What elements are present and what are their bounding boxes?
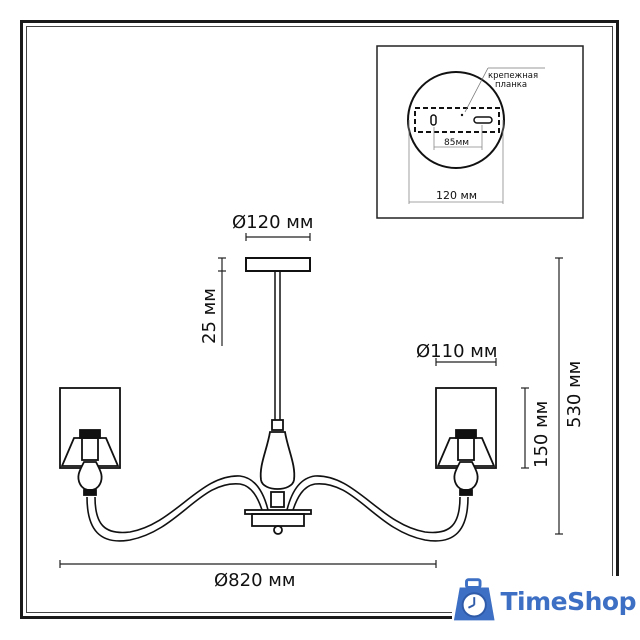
mounting-inset: крепежная планка 85мм 120 мм: [376, 45, 584, 219]
left-lamp: [59, 387, 121, 496]
canopy: Ø120 мм 25 мм: [199, 212, 313, 420]
bracket-label: крепежная: [488, 71, 538, 81]
hole-spacing-label: 85мм: [444, 138, 469, 148]
bracket-label-2: планка: [495, 80, 527, 90]
logo-text: TimeShop: [500, 586, 636, 616]
outer-frame: [20, 20, 619, 619]
arms: [86, 475, 469, 542]
canopy-height-label: 25 мм: [199, 288, 220, 344]
canopy-diameter-label: Ø120 мм: [232, 212, 313, 233]
total-width-dimension: Ø820 мм: [59, 560, 437, 591]
shade-height-dimension: 150 мм: [521, 387, 552, 469]
shade-diameter-label: Ø110 мм: [416, 341, 497, 362]
base-diameter-label: 120 мм: [436, 189, 477, 202]
inner-frame: [26, 26, 613, 613]
shade-dimension: Ø110 мм: [416, 341, 497, 366]
timeshop-logo[interactable]: TimeShop: [452, 576, 636, 626]
right-lamp: [435, 387, 497, 496]
total-width-label: Ø820 мм: [214, 570, 295, 591]
center-body: [244, 419, 312, 535]
shade-height-label: 150 мм: [531, 401, 552, 468]
total-height-label: 530 мм: [564, 361, 585, 428]
clock-bag-icon: [453, 578, 495, 621]
total-height-dimension: 530 мм: [555, 257, 585, 535]
